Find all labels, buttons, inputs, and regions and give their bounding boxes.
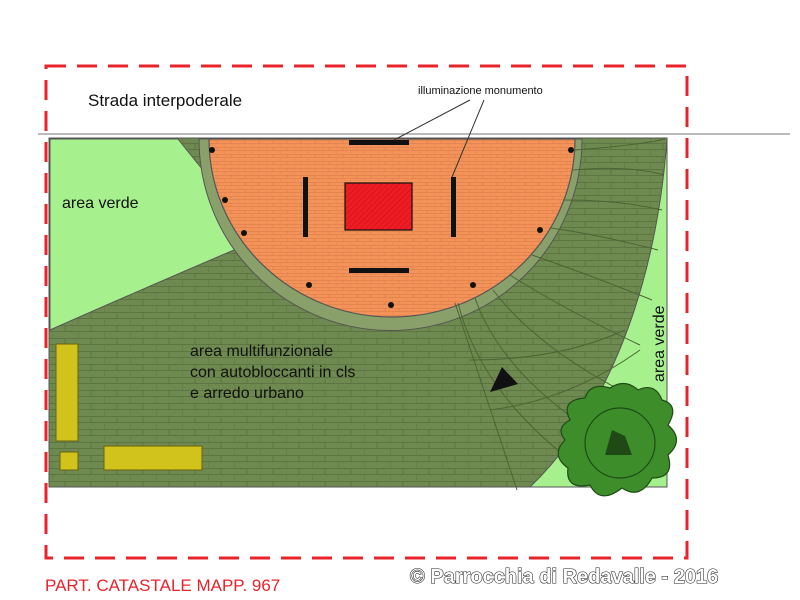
road-label: Strada interpoderale xyxy=(88,91,242,110)
multi-area-label-line1: area multifunzionale xyxy=(190,343,333,360)
tree xyxy=(557,382,678,497)
bench-small xyxy=(59,451,79,471)
benches xyxy=(55,343,203,471)
bench-horizontal xyxy=(103,445,203,471)
multi-area-label-line2: con autobloccanti in cls xyxy=(190,364,355,381)
green-area-left-label: area verde xyxy=(62,195,139,212)
multi-area-label-line3: e arredo urbano xyxy=(190,385,304,402)
lighting-leader-lines xyxy=(393,99,485,178)
green-area-right-label: area verde xyxy=(651,305,668,382)
copyright-label: © Parrocchia di Redavalle - 2016 xyxy=(410,566,718,588)
parcel-boundary xyxy=(44,64,689,560)
direction-arrow xyxy=(490,367,518,392)
monument-light-bars xyxy=(303,140,456,273)
lamp-posts xyxy=(209,147,574,308)
parcel-label: PART. CATASTALE MAPP. 967 xyxy=(45,576,280,595)
monument xyxy=(344,182,413,231)
lighting-label: illuminazione monumento xyxy=(418,85,543,97)
bench-vertical xyxy=(55,343,79,442)
